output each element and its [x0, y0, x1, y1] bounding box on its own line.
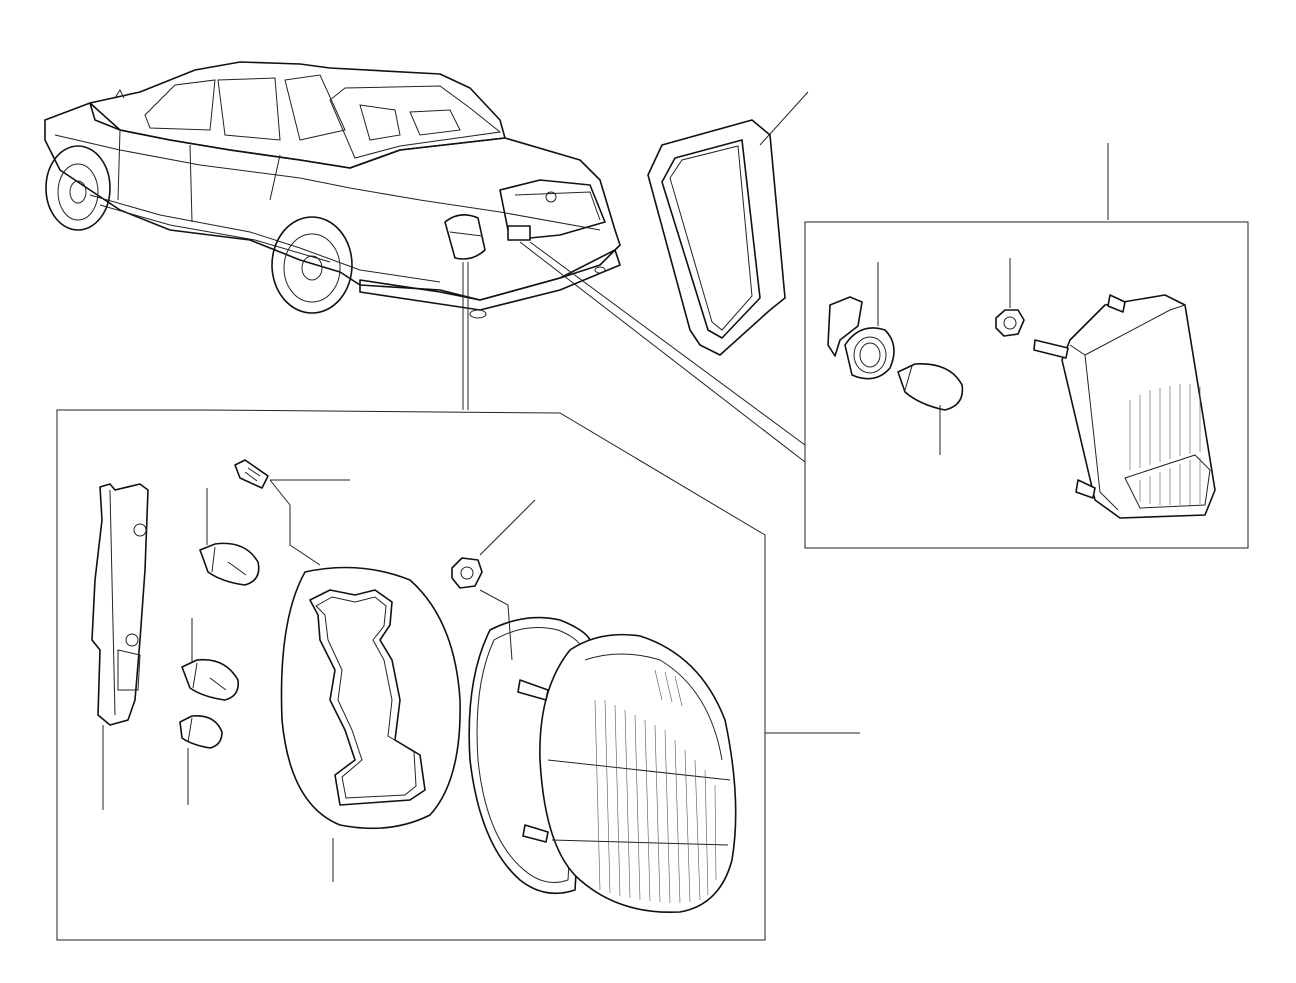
bulb-holder — [827, 262, 895, 380]
tail-lamp-gasket — [280, 566, 461, 882]
screw — [234, 459, 350, 566]
plate-lamp-bulb — [897, 363, 964, 455]
vehicle — [44, 61, 621, 319]
bulb-1 — [199, 488, 260, 586]
leader-lines — [462, 91, 1109, 734]
plate-lamp-assembly — [804, 221, 1249, 549]
tail-lamp-assembly — [56, 409, 766, 941]
rear-lamp-gasket — [647, 119, 786, 356]
tail-lamp-nut — [451, 499, 536, 661]
plate-lamp-lens — [1033, 294, 1216, 519]
lamp-circuit-board — [91, 483, 149, 810]
tail-lamp-lens — [517, 633, 737, 914]
bulb-2 — [181, 618, 240, 701]
nut — [995, 258, 1025, 337]
tail-lamp-seal — [468, 616, 591, 895]
bulb-3 — [179, 715, 223, 805]
